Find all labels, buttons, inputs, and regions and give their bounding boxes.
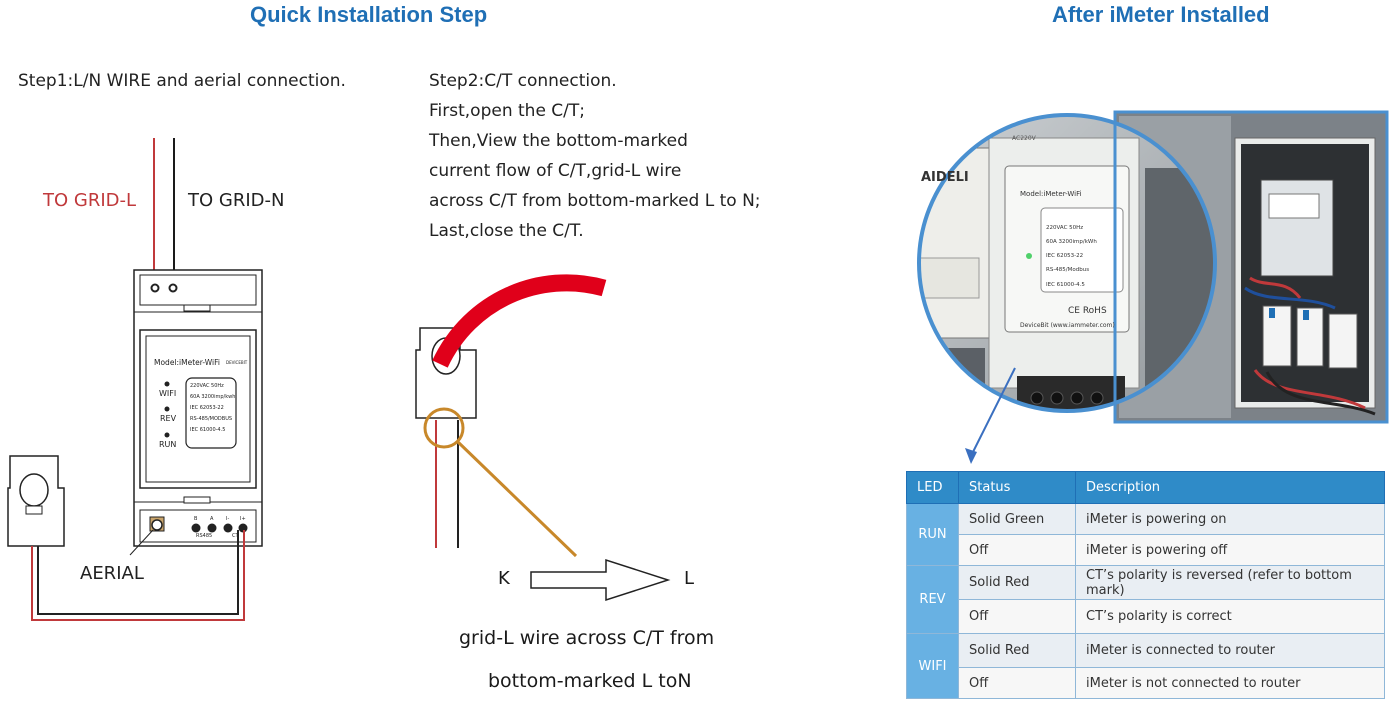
left-title: Quick Installation Step xyxy=(250,2,488,27)
meter-spec-3: RS-485/MODBUS xyxy=(190,416,233,422)
caption-line-2: bottom-marked L toN xyxy=(488,670,692,692)
status-cell: Solid Green xyxy=(958,503,1076,535)
photo-spec-0: 220VAC 50Hz xyxy=(1046,225,1084,231)
meter-spec-1: 60A 3200imp/kwh xyxy=(190,394,236,400)
table-header-led: LED xyxy=(906,471,959,504)
step1-heading: Step1:L/N WIRE and aerial connection. xyxy=(18,71,346,91)
meter-spec-2: IEC 62053-22 xyxy=(190,405,224,411)
meter-brand: DEVICEBIT xyxy=(226,360,248,365)
table-header-status: Status xyxy=(958,471,1076,504)
meter-port-ct: CT xyxy=(232,533,239,539)
meter-led-run: RUN xyxy=(159,440,177,449)
table-row: Off iMeter is not connected to router xyxy=(907,667,1385,699)
meter-model: Model:iMeter-WiFi xyxy=(154,358,220,367)
ct-diagram xyxy=(415,274,671,602)
table-row: Off CT’s polarity is correct xyxy=(907,599,1385,634)
photo-rail-label: AC220V xyxy=(1012,135,1036,142)
led-cell-rev: REV xyxy=(906,565,959,634)
ct-clamp-small xyxy=(7,455,65,547)
photo-brand-side: AIDELI xyxy=(921,170,969,185)
photo-spec-3: RS-485/Modbus xyxy=(1046,267,1090,273)
step2-line-5: Last,close the C/T. xyxy=(429,221,584,241)
ct-wire-red xyxy=(432,274,607,368)
ct-cable-red xyxy=(31,530,245,621)
description-cell: CT’s polarity is correct xyxy=(1075,599,1385,634)
k-label: K xyxy=(498,568,510,589)
step2-line-0: Step2:C/T connection. xyxy=(429,71,617,91)
step2-line-2: Then,View the bottom-marked xyxy=(429,131,688,151)
meter-terminal-i-minus: I- xyxy=(226,516,230,522)
step2-line-4: across C/T from bottom-marked L to N; xyxy=(429,191,761,211)
meter-spec-0: 220VAC 50Hz xyxy=(190,383,224,389)
meter-led-rev: REV xyxy=(160,414,177,423)
meter-spec-4: IEC 61000-4.5 xyxy=(190,427,226,433)
table-row: REV Solid Red CT’s polarity is reversed … xyxy=(906,565,1385,634)
meter-led-wifi: WIFI xyxy=(159,389,177,398)
photo-ce-mark: CE RoHS xyxy=(1068,306,1107,316)
photo-footer: DeviceBit (www.iammeter.com) xyxy=(1020,322,1115,329)
description-cell: iMeter is powering off xyxy=(1075,534,1385,566)
direction-arrow xyxy=(530,558,671,602)
status-cell: Off xyxy=(958,667,1076,699)
description-cell: iMeter is not connected to router xyxy=(1075,667,1385,699)
meter-terminal-b: B xyxy=(194,516,198,522)
status-cell: Off xyxy=(958,599,1076,634)
step2-line-1: First,open the C/T; xyxy=(429,101,586,121)
led-cell-run: RUN xyxy=(906,503,959,566)
marker-ring xyxy=(423,407,465,449)
status-cell: Off xyxy=(958,534,1076,566)
caption-line-1: grid-L wire across C/T from xyxy=(459,627,715,649)
meter-port-rs485: RS485 xyxy=(196,533,213,539)
photo-spec-2: IEC 62053-22 xyxy=(1046,253,1084,259)
ct-cable-black xyxy=(37,530,239,615)
table-header-description: Description xyxy=(1075,471,1385,504)
step2-text: Step2:C/T connection. First,open the C/T… xyxy=(429,66,761,246)
right-title: After iMeter Installed xyxy=(1052,2,1270,27)
photo-spec-1: 60A 3200imp/kWh xyxy=(1046,239,1097,245)
description-cell: iMeter is powering on xyxy=(1075,503,1385,535)
grid-l-label: TO GRID-L xyxy=(43,190,137,211)
meter-terminal-a: A xyxy=(210,516,214,522)
status-cell: Solid Red xyxy=(958,633,1076,668)
meter-terminal-i-plus: I+ xyxy=(240,516,246,522)
aerial-label: AERIAL xyxy=(80,563,144,584)
status-cell: Solid Red xyxy=(958,565,1076,600)
led-cell-wifi: WIFI xyxy=(906,633,959,699)
description-cell: iMeter is connected to router xyxy=(1075,633,1385,668)
led-status-table: LED Status Description RUN Solid Green i… xyxy=(906,471,1385,699)
description-cell: CT’s polarity is reversed (refer to bott… xyxy=(1075,565,1385,600)
table-row: WIFI Solid Red iMeter is connected to ro… xyxy=(906,633,1385,699)
table-row: Off iMeter is powering off xyxy=(907,534,1385,566)
pointer-arrow xyxy=(970,367,1016,457)
meter-device xyxy=(133,269,263,547)
step2-line-3: current flow of C/T,grid-L wire xyxy=(429,161,682,181)
l-label: L xyxy=(684,568,695,589)
installation-photo xyxy=(917,110,1389,464)
photo-model: Model:iMeter-WiFi xyxy=(1020,190,1082,198)
table-row: RUN Solid Green iMeter is powering on xyxy=(906,503,1385,566)
grid-n-label: TO GRID-N xyxy=(188,190,285,211)
step1-diagram xyxy=(7,138,263,621)
photo-spec-4: IEC 61000-4.5 xyxy=(1046,282,1085,288)
